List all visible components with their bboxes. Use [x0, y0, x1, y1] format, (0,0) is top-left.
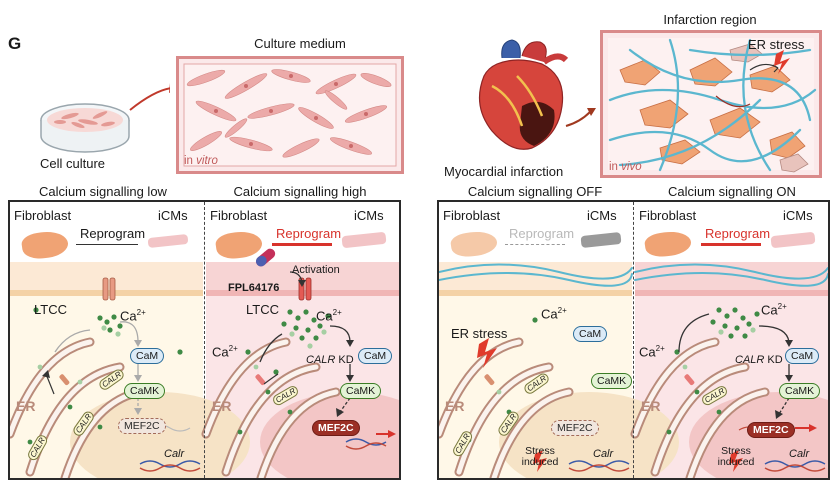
low-camk-pill: CaMK: [124, 383, 166, 399]
high-cam-pill: CaM: [358, 348, 393, 364]
calcium-off-on-box: Fibroblast iCMs Reprogram Ca2+ ER stress…: [437, 200, 830, 480]
on-stress-induced-label: Stress induced: [717, 445, 755, 468]
panel-letter: G: [8, 34, 22, 53]
off-stress-induced-label: Stress induced: [521, 445, 559, 468]
calcium-high-title: Calcium signalling high: [233, 184, 367, 199]
low-cam-pill: CaM: [130, 348, 165, 364]
low-reprogram-arrow: [76, 244, 138, 245]
high-drug-label: FPL64176: [228, 282, 280, 294]
low-high-divider: [204, 202, 205, 478]
high-icms-label: iCMs: [354, 208, 384, 223]
high-mef2c-pill: MEF2C: [312, 420, 360, 436]
off-er-stress-label: ER stress: [451, 326, 508, 341]
off-er-label: ER: [445, 398, 465, 414]
off-icms-label: iCMs: [587, 208, 617, 223]
low-er-label: ER: [16, 398, 36, 414]
myocardial-infarction-label: Myocardial infarction: [444, 164, 564, 179]
off-reprogram-label: Reprogram: [509, 226, 575, 241]
heart-illustration: [478, 39, 596, 150]
on-calr-kd-label: CALR KD: [735, 354, 783, 366]
calcium-off-title: Calcium signalling OFF: [467, 184, 603, 199]
cell-culture-label: Cell culture: [40, 156, 106, 171]
off-mef2c-pill: MEF2C: [551, 420, 599, 436]
on-icms-label: iCMs: [783, 208, 813, 223]
high-reprogram-label: Reprogram: [276, 226, 342, 241]
calcium-low-high-box: Fibroblast iCMs Reprogram LTCC Ca2+ CaM …: [8, 200, 401, 480]
on-fibroblast-label: Fibroblast: [639, 208, 697, 223]
off-on-background-art: [439, 262, 828, 478]
high-activation-label: Activation: [292, 264, 340, 276]
low-fibroblast-label: Fibroblast: [14, 208, 72, 223]
high-ca-left-label: Ca2+: [212, 344, 238, 360]
on-reprogram-arrow: [701, 243, 761, 246]
high-calr-kd-label: CALR KD: [306, 354, 354, 366]
off-fibroblast-label: Fibroblast: [443, 208, 501, 223]
in-vitro-label: in vitro: [184, 155, 218, 167]
off-camk-pill: CaMK: [591, 373, 633, 389]
calcium-on-title: Calcium signalling ON: [668, 184, 796, 199]
on-camk-pill: CaMK: [779, 383, 821, 399]
petri-dish-illustration: [40, 83, 170, 153]
low-reprogram-label: Reprogram: [80, 226, 146, 241]
off-ca-label: Ca2+: [541, 306, 567, 322]
off-calr-gene-label: Calr: [593, 448, 614, 460]
high-fibroblast-label: Fibroblast: [210, 208, 268, 223]
on-ca-left-label: Ca2+: [639, 344, 665, 360]
er-stress-top-label: ER stress: [748, 37, 805, 52]
low-ltcc-label: LTCC: [34, 302, 67, 317]
low-ca-label: Ca2+: [120, 308, 146, 324]
off-reprogram-arrow: [505, 244, 565, 245]
off-on-divider: [633, 202, 634, 478]
on-er-label: ER: [641, 398, 661, 414]
in-vivo-label: in vivo: [609, 161, 642, 173]
on-mef2c-pill: MEF2C: [747, 422, 795, 438]
on-calr-gene-label: Calr: [789, 448, 810, 460]
culture-medium-title: Culture medium: [254, 36, 346, 51]
high-ltcc-label: LTCC: [246, 302, 279, 317]
high-ca-label: Ca2+: [316, 308, 342, 324]
calcium-low-title: Calcium signalling low: [39, 184, 167, 199]
infarction-region-title: Infarction region: [663, 12, 757, 27]
off-cam-pill: CaM: [573, 326, 608, 342]
low-icms-label: iCMs: [158, 208, 188, 223]
high-camk-pill: CaMK: [340, 383, 382, 399]
low-calr-gene-label: Calr: [164, 448, 185, 460]
on-cam-pill: CaM: [785, 348, 820, 364]
high-er-label: ER: [212, 398, 232, 414]
in-vivo-infarct-frame: [600, 30, 822, 178]
high-reprogram-arrow: [272, 243, 332, 246]
on-reprogram-label: Reprogram: [705, 226, 771, 241]
on-ca-label: Ca2+: [761, 302, 787, 318]
low-mef2c-pill: MEF2C: [118, 418, 166, 434]
in-vitro-culture-frame: [176, 56, 404, 174]
